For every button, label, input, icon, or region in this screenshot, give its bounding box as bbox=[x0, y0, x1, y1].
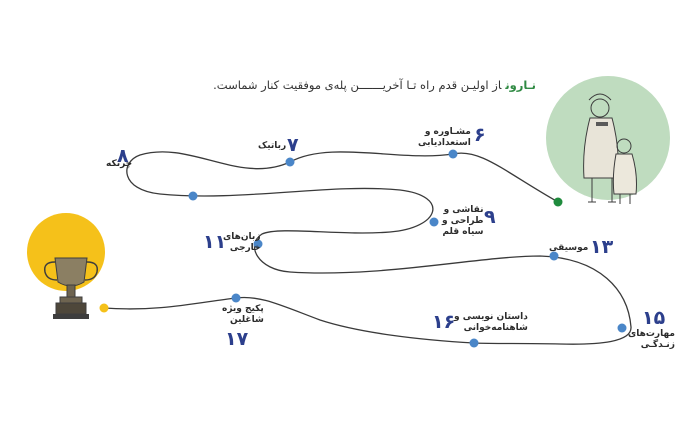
milestone-label-17: پکیج ویژه شاغلین bbox=[222, 304, 264, 325]
end-dot bbox=[99, 303, 109, 313]
milestone-label-8: چرتکه bbox=[106, 159, 133, 169]
milestone-label-6: مشـاوره و استعدادیابی bbox=[418, 127, 471, 148]
milestone-dot-8-bend[interactable] bbox=[188, 191, 198, 201]
milestone-number-11: ۱۱ bbox=[203, 231, 227, 253]
milestone-number-6: ۶ bbox=[474, 124, 486, 146]
milestone-number-15: ۱۵ bbox=[642, 307, 666, 329]
milestone-dot-17[interactable] bbox=[231, 293, 241, 303]
brand-name: نـارون bbox=[505, 78, 536, 92]
milestone-number-16: ۱۶ bbox=[432, 311, 456, 333]
milestone-dot-11[interactable] bbox=[253, 239, 263, 249]
milestone-dot-15[interactable] bbox=[617, 323, 627, 333]
milestone-label-9: نقاشی و طراحی و سیاه قلم bbox=[442, 205, 484, 237]
milestone-number-17: ۱۷ bbox=[225, 328, 249, 350]
milestone-number-8: ۸ bbox=[117, 145, 129, 167]
bottom-strip bbox=[0, 424, 700, 430]
start-dot bbox=[553, 197, 563, 207]
milestone-label-15: مهارت‌های زنـدگـی bbox=[628, 329, 675, 350]
header-text: نـاروناز اولیـن قدم راه تـا آخریـــــــن… bbox=[213, 78, 536, 92]
milestone-label-7: رباتیک bbox=[258, 141, 287, 151]
milestone-dot-16[interactable] bbox=[469, 338, 479, 348]
milestone-dot-7[interactable] bbox=[285, 157, 295, 167]
milestone-dot-6[interactable] bbox=[448, 149, 458, 159]
milestone-dot-13[interactable] bbox=[549, 251, 559, 261]
header-tagline: از اولیـن قدم راه تـا آخریـــــــن پله‌ی… bbox=[213, 78, 502, 92]
milestone-label-13: موسیقی bbox=[549, 243, 589, 253]
milestone-number-13: ۱۳ bbox=[590, 236, 614, 258]
milestone-number-9: ۹ bbox=[484, 206, 496, 228]
milestone-label-16: داستان نویسی و شاهنامه‌خوانی bbox=[454, 312, 528, 333]
milestone-dot-9[interactable] bbox=[429, 217, 439, 227]
milestone-label-11: زبان‌های خارجی bbox=[223, 232, 261, 253]
milestone-number-7: ۷ bbox=[287, 134, 299, 156]
